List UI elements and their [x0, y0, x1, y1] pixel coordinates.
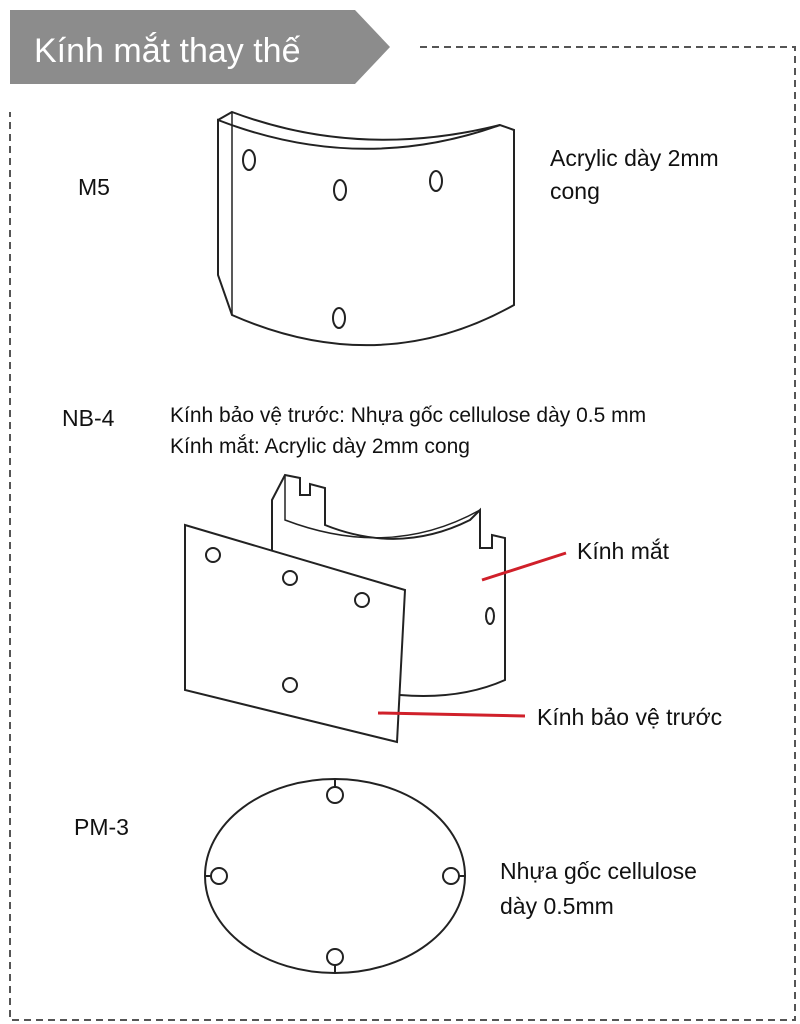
pm3-description-line2: dày 0.5mm	[500, 893, 614, 919]
front-protective-plate	[184, 523, 407, 744]
title-banner	[10, 10, 390, 84]
pm3-lens-drawing	[204, 778, 466, 974]
model-label-nb4: NB-4	[62, 405, 115, 431]
pm3-description-line1: Nhựa gốc cellulose	[500, 858, 697, 884]
callout-line-front-plate	[377, 711, 526, 718]
callout-label-lens: Kính mắt	[577, 538, 670, 564]
callout-line-lens	[481, 551, 567, 582]
callout-label-front-plate: Kính bảo vệ trước	[537, 704, 723, 730]
nb4-description-line1: Kính bảo vệ trước: Nhựa gốc cellulose dà…	[170, 404, 647, 427]
m5-description-line1: Acrylic dày 2mm	[550, 145, 719, 171]
page-title: Kính mắt thay thế	[34, 32, 301, 70]
dashed-frame	[9, 46, 796, 1021]
m5-lens-drawing	[217, 110, 515, 347]
nb4-assembly-drawing	[184, 473, 506, 744]
m5-description-line2: cong	[550, 178, 600, 204]
model-label-m5: M5	[78, 174, 110, 200]
nb4-description-line2: Kính mắt: Acrylic dày 2mm cong	[170, 435, 470, 458]
model-label-pm3: PM-3	[74, 814, 129, 840]
title-banner-area: Kính mắt thay thế	[10, 10, 390, 84]
